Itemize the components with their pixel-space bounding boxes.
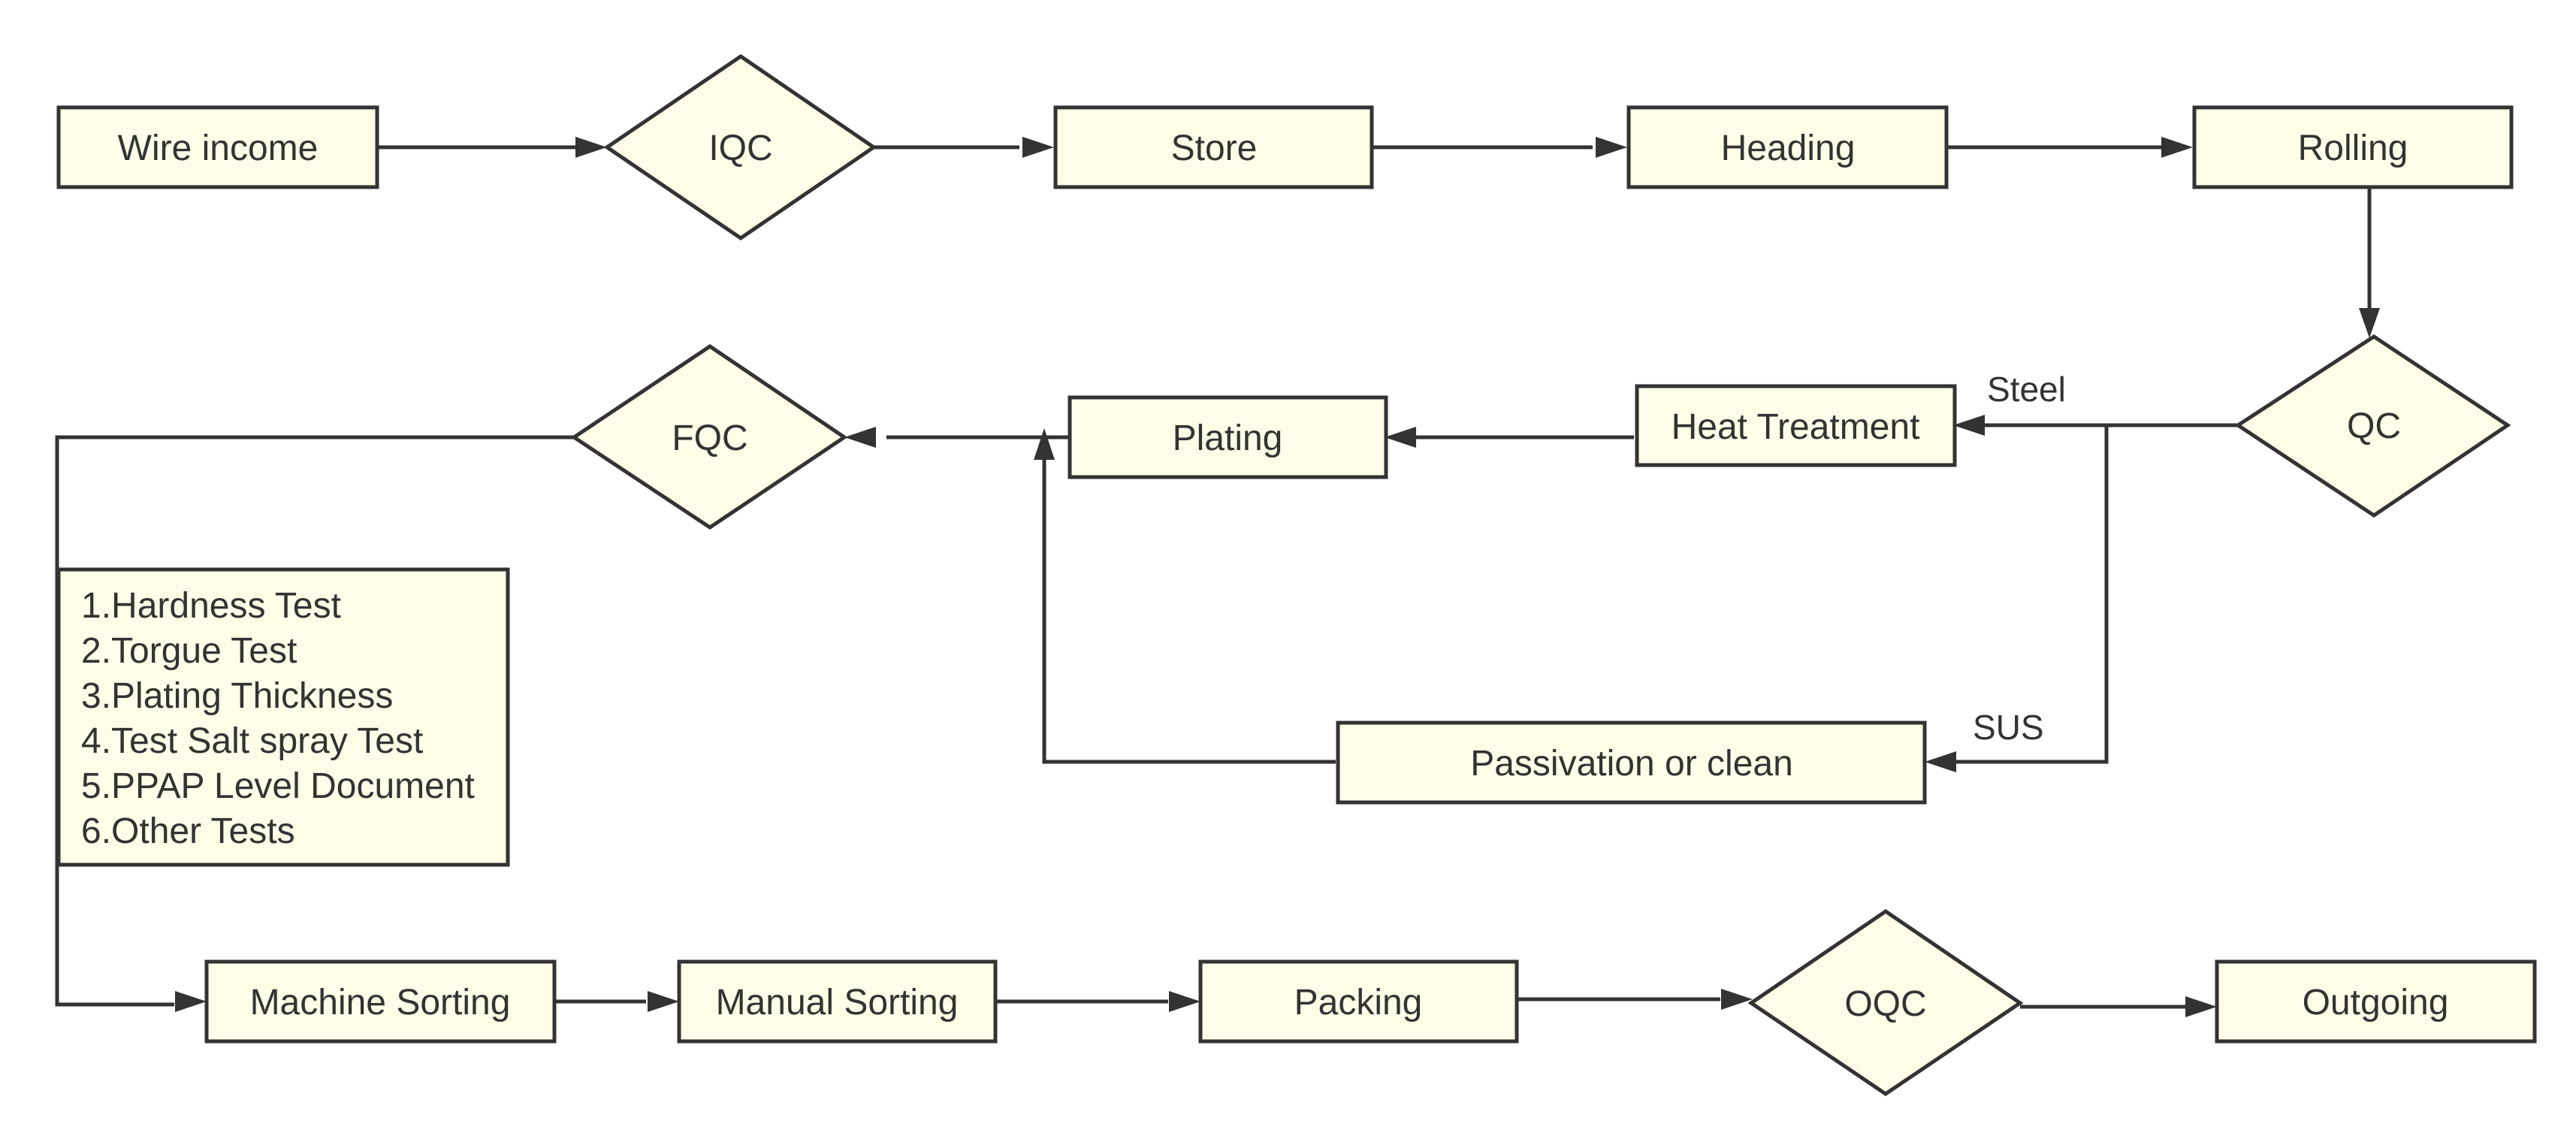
node-passivation[interactable]: Passivation or clean (1336, 721, 1927, 805)
test-item: 5.PPAP Level Document (81, 766, 475, 806)
node-packing[interactable]: Packing (1198, 959, 1519, 1044)
node-label: IQC (708, 128, 772, 168)
decision-diamond (1747, 908, 2024, 1097)
node-label: Passivation or clean (1470, 744, 1793, 784)
node-manual-sorting[interactable]: Manual Sorting (677, 959, 998, 1044)
process-box (56, 105, 379, 189)
arrowhead-to-packing (1169, 991, 1200, 1012)
node-label: Manual Sorting (716, 983, 959, 1023)
node-qc-decision[interactable]: QC (2234, 334, 2511, 518)
process-box (204, 959, 557, 1044)
node-store[interactable]: Store (1053, 105, 1374, 189)
node-label: Rolling (2298, 128, 2408, 168)
node-label: Heat Treatment (1672, 407, 1920, 447)
arrowhead-passivation-to-plating (1034, 428, 1055, 460)
node-label: Wire income (118, 128, 319, 168)
arrowhead-to-outgoing (2185, 996, 2217, 1017)
arrowheads (175, 137, 2380, 1017)
arrowhead-to-fqc (844, 427, 876, 448)
arrowhead-to-plating (1385, 427, 1416, 448)
process-box (677, 959, 998, 1044)
node-label: Plating (1173, 418, 1283, 458)
node-label: Outgoing (2303, 983, 2449, 1023)
decision-diamond (570, 343, 848, 530)
edge-label-sus: SUS (1973, 708, 2044, 747)
node-outgoing[interactable]: Outgoing (2215, 959, 2537, 1044)
test-item: 1.Hardness Test (81, 586, 341, 626)
arrowhead-to-qc (2359, 308, 2380, 338)
node-plating[interactable]: Plating (1068, 395, 1388, 479)
node-label: Packing (1294, 983, 1423, 1023)
arrowhead-to-machine-sorting (175, 991, 207, 1012)
process-box (1635, 384, 1957, 467)
node-label: QC (2347, 406, 2401, 446)
decision-diamond (603, 53, 877, 241)
node-label: Machine Sorting (250, 983, 511, 1023)
node-label: OQC (1844, 984, 1926, 1024)
edge-passivation-to-plating (1042, 460, 1336, 764)
node-iqc-decision[interactable]: IQC (603, 53, 877, 241)
note-box (56, 567, 510, 867)
node-label: Heading (1721, 128, 1856, 168)
process-box (1626, 105, 1949, 189)
node-label: FQC (672, 418, 747, 458)
arrowhead-to-heading (1596, 137, 1627, 158)
node-oqc-decision[interactable]: OQC (1747, 908, 2024, 1097)
node-rolling[interactable]: Rolling (2192, 105, 2514, 189)
process-box (1068, 395, 1388, 479)
arrowhead-to-manual-sorting (648, 991, 679, 1012)
node-heat-treatment[interactable]: Heat Treatment (1635, 384, 1957, 467)
test-item: 6.Other Tests (81, 811, 295, 851)
test-item: 3.Plating Thickness (81, 676, 393, 716)
arrowhead-to-heat-treatment (1953, 415, 1985, 436)
edges (55, 145, 2372, 1009)
node-fqc-decision[interactable]: FQC (570, 343, 848, 530)
test-item: 4.Test Salt spray Test (81, 721, 423, 761)
arrowhead-to-rolling (2161, 137, 2193, 158)
edge-label-steel: Steel (1987, 370, 2066, 409)
process-box (2215, 959, 2537, 1044)
process-box (1053, 105, 1374, 189)
node-label: Store (1171, 128, 1258, 168)
node-machine-sorting[interactable]: Machine Sorting (204, 959, 557, 1044)
edge-qc-to-passivation (1950, 425, 2109, 764)
decision-diamond (2234, 334, 2511, 518)
arrowhead-to-iqc (575, 137, 607, 158)
test-item: 2.Torgue Test (81, 631, 297, 671)
process-box (1336, 721, 1927, 805)
process-box (1198, 959, 1519, 1044)
arrowhead-to-store (1022, 137, 1054, 158)
process-box (2192, 105, 2514, 189)
arrowhead-to-oqc (1721, 989, 1753, 1010)
node-wire-income[interactable]: Wire income (56, 105, 379, 189)
fqc-tests-note: 1.Hardness Test 2.Torgue Test 3.Plating … (56, 567, 510, 867)
arrowhead-to-passivation (1925, 751, 1956, 772)
node-heading[interactable]: Heading (1626, 105, 1949, 189)
